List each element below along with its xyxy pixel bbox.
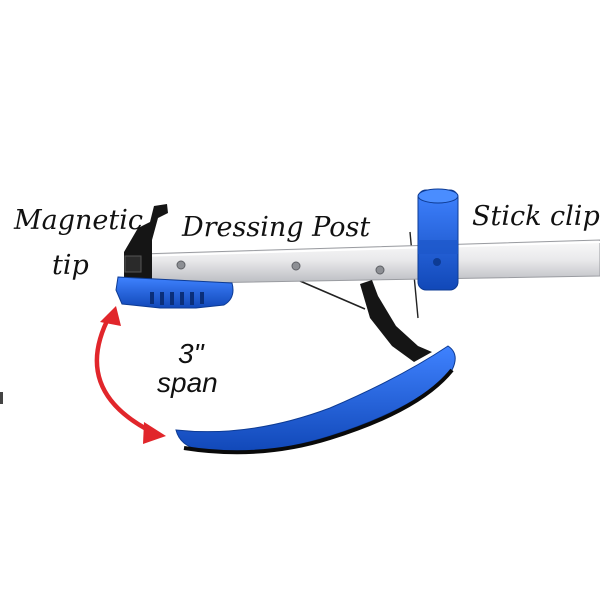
lower-jaw-handle xyxy=(175,345,456,453)
pull-cable xyxy=(299,280,366,310)
dressing-post-label: Dressing Post xyxy=(182,212,371,243)
magnetic-tip-label-line1: Magnetic xyxy=(14,205,144,236)
magnetic-tip-label-line2: tip xyxy=(52,250,89,281)
lower-jaw-edge xyxy=(183,368,454,455)
rivet xyxy=(375,265,385,275)
span-size-label: 3" xyxy=(178,338,204,369)
stick-clip-label: Stick clip xyxy=(472,201,600,232)
span-word-label: span xyxy=(157,367,218,398)
magnet-square xyxy=(124,255,142,273)
aluminum-shaft xyxy=(139,239,600,285)
trigger-handle xyxy=(360,280,432,362)
rivet xyxy=(291,261,301,271)
double-headed-arrow-icon xyxy=(94,306,166,444)
magnetic-tip-jaw xyxy=(115,276,234,309)
stick-clip xyxy=(417,188,459,291)
edge-mark xyxy=(0,392,3,404)
jaw-grip-ridges xyxy=(150,292,204,305)
rivet xyxy=(176,260,186,270)
